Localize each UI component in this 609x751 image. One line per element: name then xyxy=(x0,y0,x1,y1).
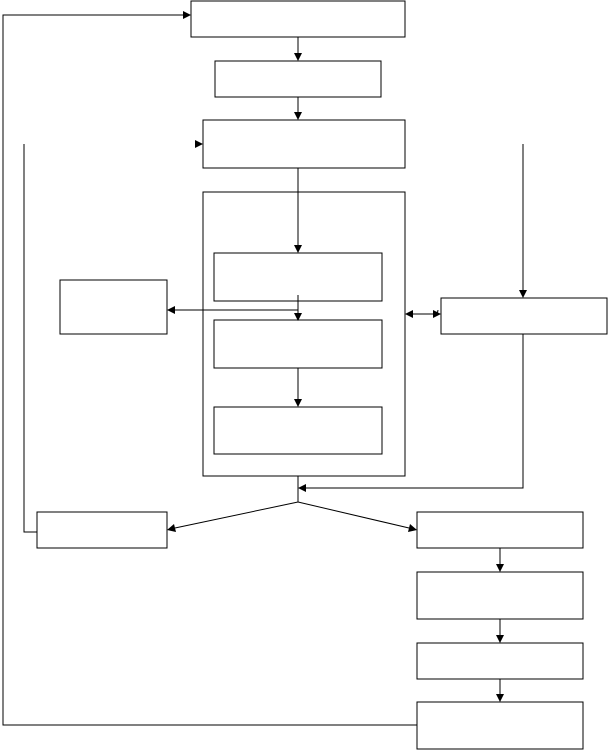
arrowhead-right xyxy=(183,11,191,19)
connector-bottom-left-up xyxy=(23,144,37,533)
connector-side-box-to-junction xyxy=(306,334,524,489)
arrowhead-down xyxy=(294,53,302,61)
arrowhead-down xyxy=(294,313,302,321)
arrowhead-down xyxy=(519,290,527,298)
top-box xyxy=(190,0,406,38)
connector-split-to-bottom-left xyxy=(174,501,299,529)
connector-split-to-right-chain xyxy=(297,501,410,529)
left-side-box xyxy=(59,279,168,335)
arrowhead-down xyxy=(294,399,302,407)
arrowhead-down xyxy=(294,112,302,120)
right-side-box xyxy=(440,297,608,335)
arrowhead-left xyxy=(405,310,413,318)
inner-box-2 xyxy=(213,319,383,369)
second-box xyxy=(214,60,382,98)
inner-box-1 xyxy=(213,252,383,302)
right-chain-box-2 xyxy=(416,571,584,620)
arrowhead-down xyxy=(496,694,504,702)
arrowhead-right xyxy=(408,524,417,532)
inner-box-3 xyxy=(213,406,383,455)
arrowhead-down xyxy=(496,635,504,643)
arrowhead-right xyxy=(433,310,441,318)
arrowhead-down xyxy=(294,245,302,253)
third-box xyxy=(202,119,406,169)
arrowhead-left xyxy=(167,306,175,314)
arrowhead-left xyxy=(298,484,306,492)
arrowhead-down xyxy=(496,564,504,572)
right-chain-box-4 xyxy=(416,701,584,750)
right-chain-box-1 xyxy=(416,511,584,549)
arrowhead-right xyxy=(195,140,203,148)
bottom-left-box xyxy=(36,511,168,549)
connector-feedback-loop xyxy=(2,14,417,726)
right-chain-box-3 xyxy=(416,642,584,680)
arrowhead-left xyxy=(167,524,176,532)
